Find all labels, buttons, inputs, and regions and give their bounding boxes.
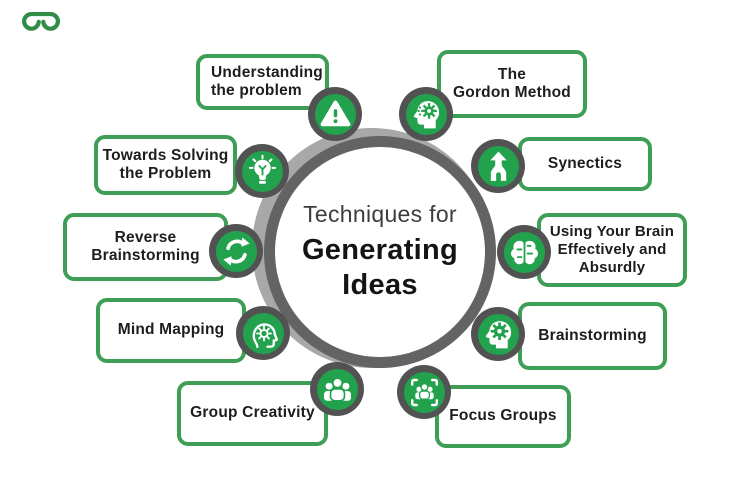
hub-title-line2: Ideas: [342, 269, 418, 301]
technique-label-line: Towards Solving: [102, 146, 229, 164]
technique-box-group-creativity: Group Creativity: [177, 381, 328, 446]
hub-circle: Techniques for Generating Ideas: [264, 136, 496, 368]
head-gear-icon: [399, 87, 453, 141]
technique-label-line: Understanding: [211, 63, 323, 81]
focus-frame-people-icon: [397, 365, 451, 419]
merge-arrows-icon: [471, 139, 525, 193]
cycle-arrows-icon: [209, 224, 263, 278]
lightbulb-icon: [235, 144, 289, 198]
technique-label-line: Mind Mapping: [117, 321, 225, 339]
warning-triangle-icon: [308, 87, 362, 141]
technique-label-line: Synectics: [547, 154, 623, 172]
technique-label-line: Absurdly: [578, 258, 646, 276]
technique-box-brainstorming: Brainstorming: [518, 302, 667, 370]
head-cog-outline-icon: [236, 306, 290, 360]
technique-box-synectics: Synectics: [518, 137, 652, 191]
hub-intro-text: Techniques for: [303, 201, 457, 228]
technique-label-line: Focus Groups: [449, 407, 557, 425]
technique-box-using-your-brain: Using Your Brain Effectively and Absurdl…: [537, 213, 687, 287]
technique-label-line: Brainstorming: [91, 247, 200, 264]
technique-label-line: the Problem: [119, 165, 212, 182]
technique-label-line: The: [497, 65, 527, 83]
head-cog-icon: [471, 307, 525, 361]
geeksforgeeks-logo-icon: [22, 11, 60, 31]
technique-label-line: Using Your Brain: [549, 223, 675, 241]
technique-box-mind-mapping: Mind Mapping: [96, 298, 246, 363]
technique-box-focus-groups: Focus Groups: [435, 385, 571, 448]
technique-label-line: Effectively and: [557, 241, 667, 259]
people-group-icon: [310, 362, 364, 416]
technique-label-line: Reverse: [114, 228, 177, 246]
brain-icon: [497, 225, 551, 279]
technique-box-reverse-brainstorming: Reverse Brainstorming: [63, 213, 228, 281]
technique-box-understanding: Understanding the problem: [196, 54, 329, 110]
hub-title-line1: Generating: [301, 234, 459, 267]
technique-label-line: Group Creativity: [190, 404, 315, 422]
technique-box-towards-solving: Towards Solving the Problem: [94, 135, 237, 195]
technique-box-gordon-method: The Gordon Method: [437, 50, 587, 118]
technique-label-line: the problem: [211, 82, 302, 99]
technique-label-line: Gordon Method: [453, 84, 571, 101]
technique-label-line: Brainstorming: [538, 326, 647, 344]
